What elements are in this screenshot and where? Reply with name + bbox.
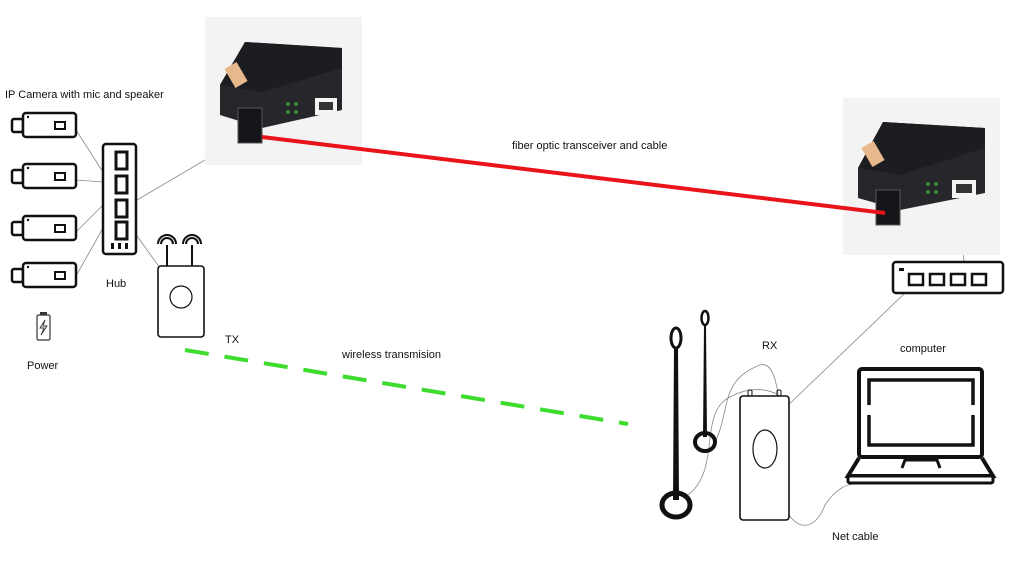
fiber-transceiver-photo — [843, 98, 1000, 255]
connection-cables — [75, 109, 965, 526]
antenna-icon — [693, 309, 717, 453]
switch-icon — [891, 260, 1005, 295]
fiber-transceiver-photo — [205, 17, 362, 165]
battery-icon — [36, 312, 51, 341]
wireless-receiver-icon — [739, 389, 790, 521]
label-computer: computer — [900, 343, 946, 355]
label-net-cable: Net cable — [832, 531, 878, 543]
label-ip-cameras: IP Camera with mic and speaker — [5, 89, 164, 101]
ip-camera-icon — [10, 162, 78, 190]
ip-camera-icon — [10, 111, 78, 139]
label-hub: Hub — [106, 278, 126, 290]
wireless-link — [184, 348, 629, 426]
antenna-icon — [659, 326, 693, 520]
wireless-transmitter-icon — [157, 234, 205, 338]
hub-icon — [101, 142, 138, 256]
label-fiber-optic: fiber optic transceiver and cable — [512, 140, 667, 152]
label-wireless-transmission: wireless transmision — [341, 349, 441, 361]
fiber-optic-cable — [261, 135, 886, 215]
laptop-icon — [844, 367, 997, 485]
label-rx: RX — [762, 340, 778, 352]
ip-camera-icon — [10, 261, 78, 289]
ip-camera-icon — [10, 214, 78, 242]
label-power: Power — [27, 360, 59, 372]
label-tx: TX — [225, 334, 240, 346]
